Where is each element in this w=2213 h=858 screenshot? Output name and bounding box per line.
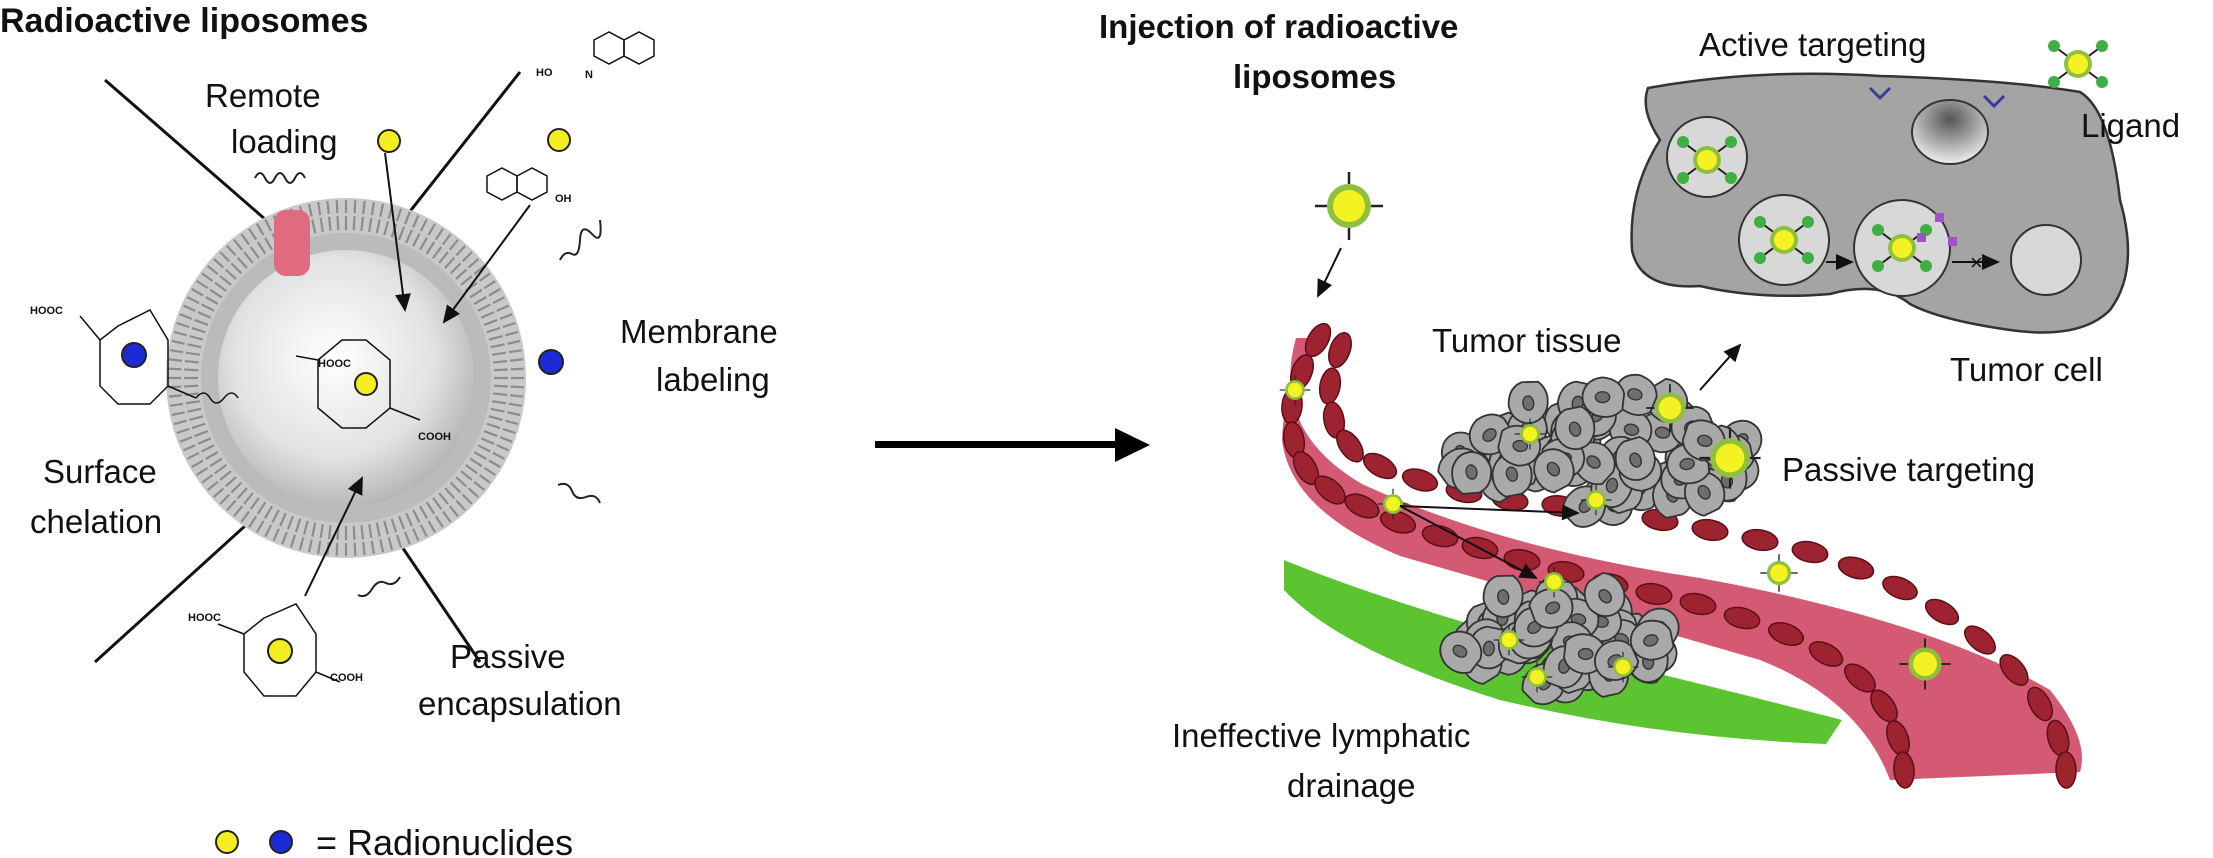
extravasation-arrows [1399,343,1742,579]
central-chelator [295,339,421,429]
right-panel-title-2: liposomes [1233,58,1396,95]
chem-hooc-center: HOOC [318,358,351,370]
radionuclide-yellow [377,129,401,153]
radionuclide-yellow [267,638,293,664]
surface-chelator [79,309,239,405]
remote-loading-arrow [384,152,411,312]
remote-loading-label-1: Remote [205,77,321,114]
passive-encapsulation-arrow [304,476,363,597]
chem-cooh-center: COOH [418,431,451,443]
right-panel-title-1: Injection of radioactive [1099,8,1458,45]
chem-hooc-surface: HOOC [30,305,63,317]
hydroxyquinoline-top [593,31,655,65]
lymphatic-label-2: drainage [1287,767,1415,804]
passive-targeting-label: Passive targeting [1782,451,2035,488]
svg-text:×: × [1970,250,1983,275]
passive-chelator [217,603,341,697]
passive-encapsulation-label-1: Passive [450,638,566,675]
ligand-liposome [2047,39,2109,89]
membrane-channel [274,210,310,276]
surface-chelation-label-2: chelation [30,503,162,540]
radionuclide-yellow [354,372,378,396]
peg-chains [254,172,602,598]
lymphatic-label-1: Ineffective lymphatic [1172,717,1470,754]
legend-label: = Radionuclides [316,822,573,858]
membrane-labeling-label-2: labeling [656,361,770,398]
chem-oh: OH [555,193,572,205]
chem-ho: HO [536,67,553,79]
chem-cooh-passive: COOH [330,672,363,684]
tumor-cell: × [1630,72,2130,334]
liposome [166,198,526,558]
tumor-cell-label: Tumor cell [1950,351,2103,388]
legend-yellow-dot [215,830,239,854]
transition-arrow [875,428,1150,462]
radionuclide-yellow [547,128,571,152]
radionuclide-blue [121,342,147,368]
tumor-tissue-label: Tumor tissue [1432,322,1622,359]
passive-encapsulation-label-2: encapsulation [418,685,622,722]
hydroxyquinoline-bottom [486,167,548,201]
radionuclide-blue [538,349,564,375]
left-panel-title: Radioactive liposomes [0,2,368,40]
active-targeting-label: Active targeting [1699,26,1926,63]
injection-arrow [1317,247,1342,298]
injected-liposome [1313,170,1385,242]
chem-n-top: N [585,69,593,81]
chem-hooc-passive: HOOC [188,612,221,624]
remote-loading-label-2: loading [231,123,337,160]
membrane-labeling-label-1: Membrane [620,313,778,350]
ligand-label: Ligand [2081,107,2180,144]
surface-chelation-label-1: Surface [43,453,157,490]
membrane-labeling-arrow [442,204,531,324]
legend-blue-dot [269,830,293,854]
